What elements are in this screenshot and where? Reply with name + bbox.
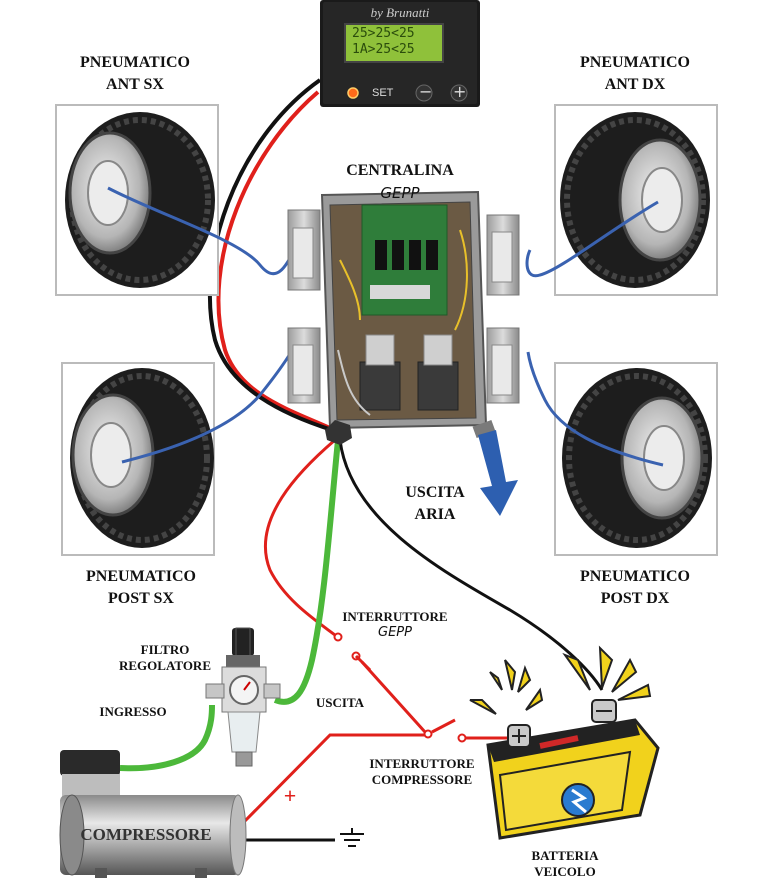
outlet-label: USCITA: [315, 695, 365, 710]
controller-power-wire: [216, 90, 331, 430]
switch-gepp-to-compressor-switch: [360, 660, 427, 734]
filter-regulator-image: [205, 627, 281, 767]
negative-wire-to-battery: [338, 439, 604, 691]
lcd-screen: [344, 23, 444, 63]
compressor-image: [59, 750, 247, 878]
switch-compressor-contact-left: [423, 729, 433, 739]
inlet-label: INGRESSO: [99, 704, 167, 719]
air-hose-to-unit: [273, 439, 341, 705]
compressor-label: COMPRESSORE: [80, 825, 212, 844]
central-unit-image: [287, 190, 520, 430]
ground-symbol-icon: [340, 828, 364, 847]
controller-device: [320, 0, 480, 107]
lcd-line-2: 1A>25<25: [352, 42, 415, 57]
tire-front-left-image: [55, 104, 219, 296]
positive-wire-to-switch: [263, 438, 336, 637]
sensor-hose-rear-right: [526, 351, 664, 467]
minus-button-label[interactable]: −: [419, 82, 433, 101]
sensor-hose-rear-left: [121, 344, 297, 464]
switch-compressor-lever: [431, 718, 456, 734]
air-outlet-arrow-icon: [472, 419, 518, 516]
switch-gepp-contact-top: [333, 632, 343, 642]
plus-button-label[interactable]: +: [453, 82, 467, 101]
positive-sign: +: [283, 783, 297, 808]
set-button[interactable]: SET: [372, 87, 394, 99]
sensor-hose-front-right: [525, 200, 659, 278]
lcd-line-1: 25>25<25: [352, 26, 415, 41]
tire-front-right-image: [554, 104, 718, 296]
minus-button: [415, 84, 433, 102]
switch-compressor-contact-right: [457, 733, 467, 743]
battery-image: [469, 645, 660, 840]
plus-button: [450, 84, 468, 102]
compressor-positive-wire: [236, 733, 425, 830]
controller-brand: by Brunatti: [370, 5, 430, 20]
air-hose-compressor-to-filter: [119, 704, 215, 772]
cable-junction: [325, 420, 352, 445]
controller-ground-wire: [207, 78, 333, 432]
status-led-icon: [347, 87, 359, 99]
